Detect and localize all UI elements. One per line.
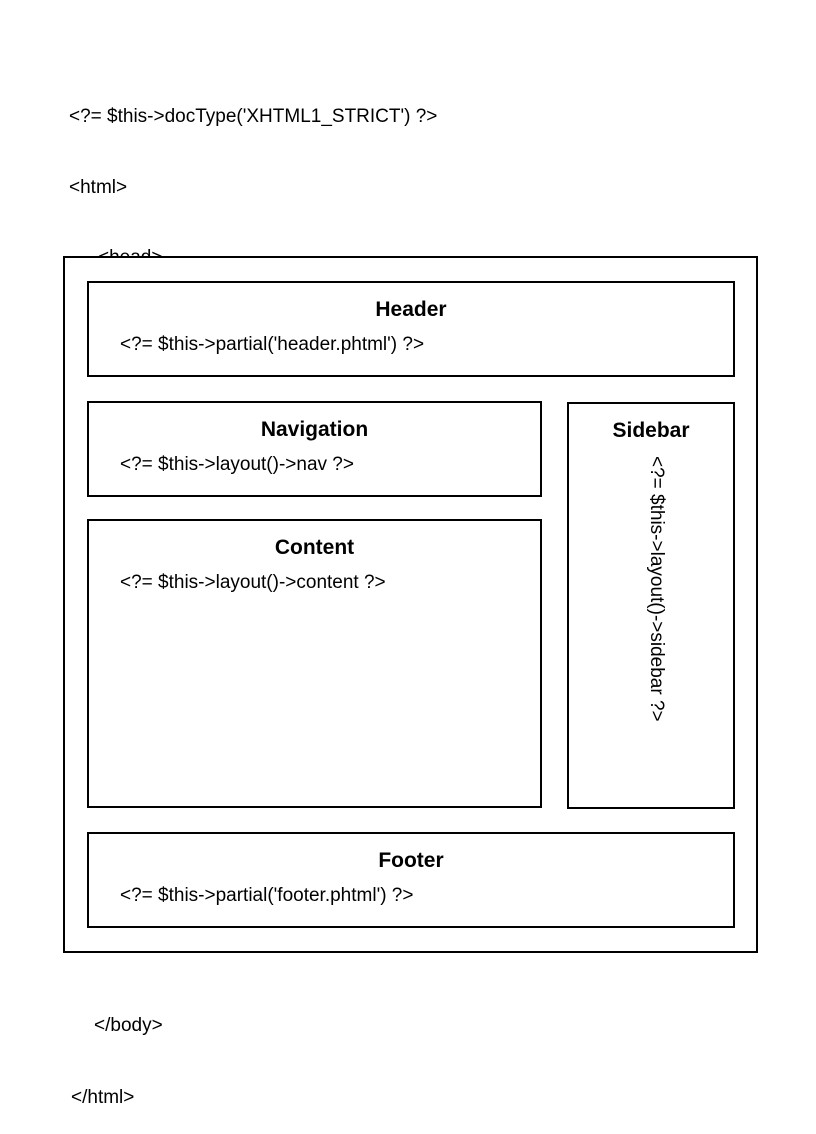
content-box: Content <?= $this->layout()->content ?>	[87, 519, 542, 808]
navigation-box-title: Navigation	[260, 418, 369, 441]
navigation-box: Navigation <?= $this->layout()->nav ?>	[87, 401, 542, 497]
header-box: Header <?= $this->partial('header.phtml'…	[87, 281, 735, 377]
header-box-code: <?= $this->partial('header.phtml') ?>	[120, 334, 425, 355]
navigation-box-code: <?= $this->layout()->nav ?>	[120, 454, 354, 475]
header-box-title: Header	[375, 298, 447, 321]
layout-diagram-page: { "page": { "background_color": "#ffffff…	[63, 106, 758, 1108]
content-box-title: Content	[274, 536, 355, 559]
sidebar-box: Sidebar <?= $this->layout()->sidebar ?>	[567, 402, 735, 809]
bottom-code-block: </body> </html>	[71, 966, 163, 1134]
footer-box: Footer <?= $this->partial('footer.phtml'…	[87, 832, 735, 928]
code-line-body-close: </body>	[94, 1015, 163, 1036]
footer-box-code: <?= $this->partial('footer.phtml') ?>	[120, 885, 414, 906]
code-line-html-open: <html>	[69, 176, 128, 198]
code-line-html-close: </html>	[71, 1087, 135, 1108]
sidebar-box-code-vertical: <?= $this->layout()->sidebar ?>	[646, 456, 667, 722]
code-line-doctype: <?= $this->docType('XHTML1_STRICT') ?>	[69, 106, 438, 127]
sidebar-box-title: Sidebar	[612, 419, 690, 442]
content-box-code: <?= $this->layout()->content ?>	[120, 572, 386, 593]
footer-box-title: Footer	[378, 849, 444, 872]
